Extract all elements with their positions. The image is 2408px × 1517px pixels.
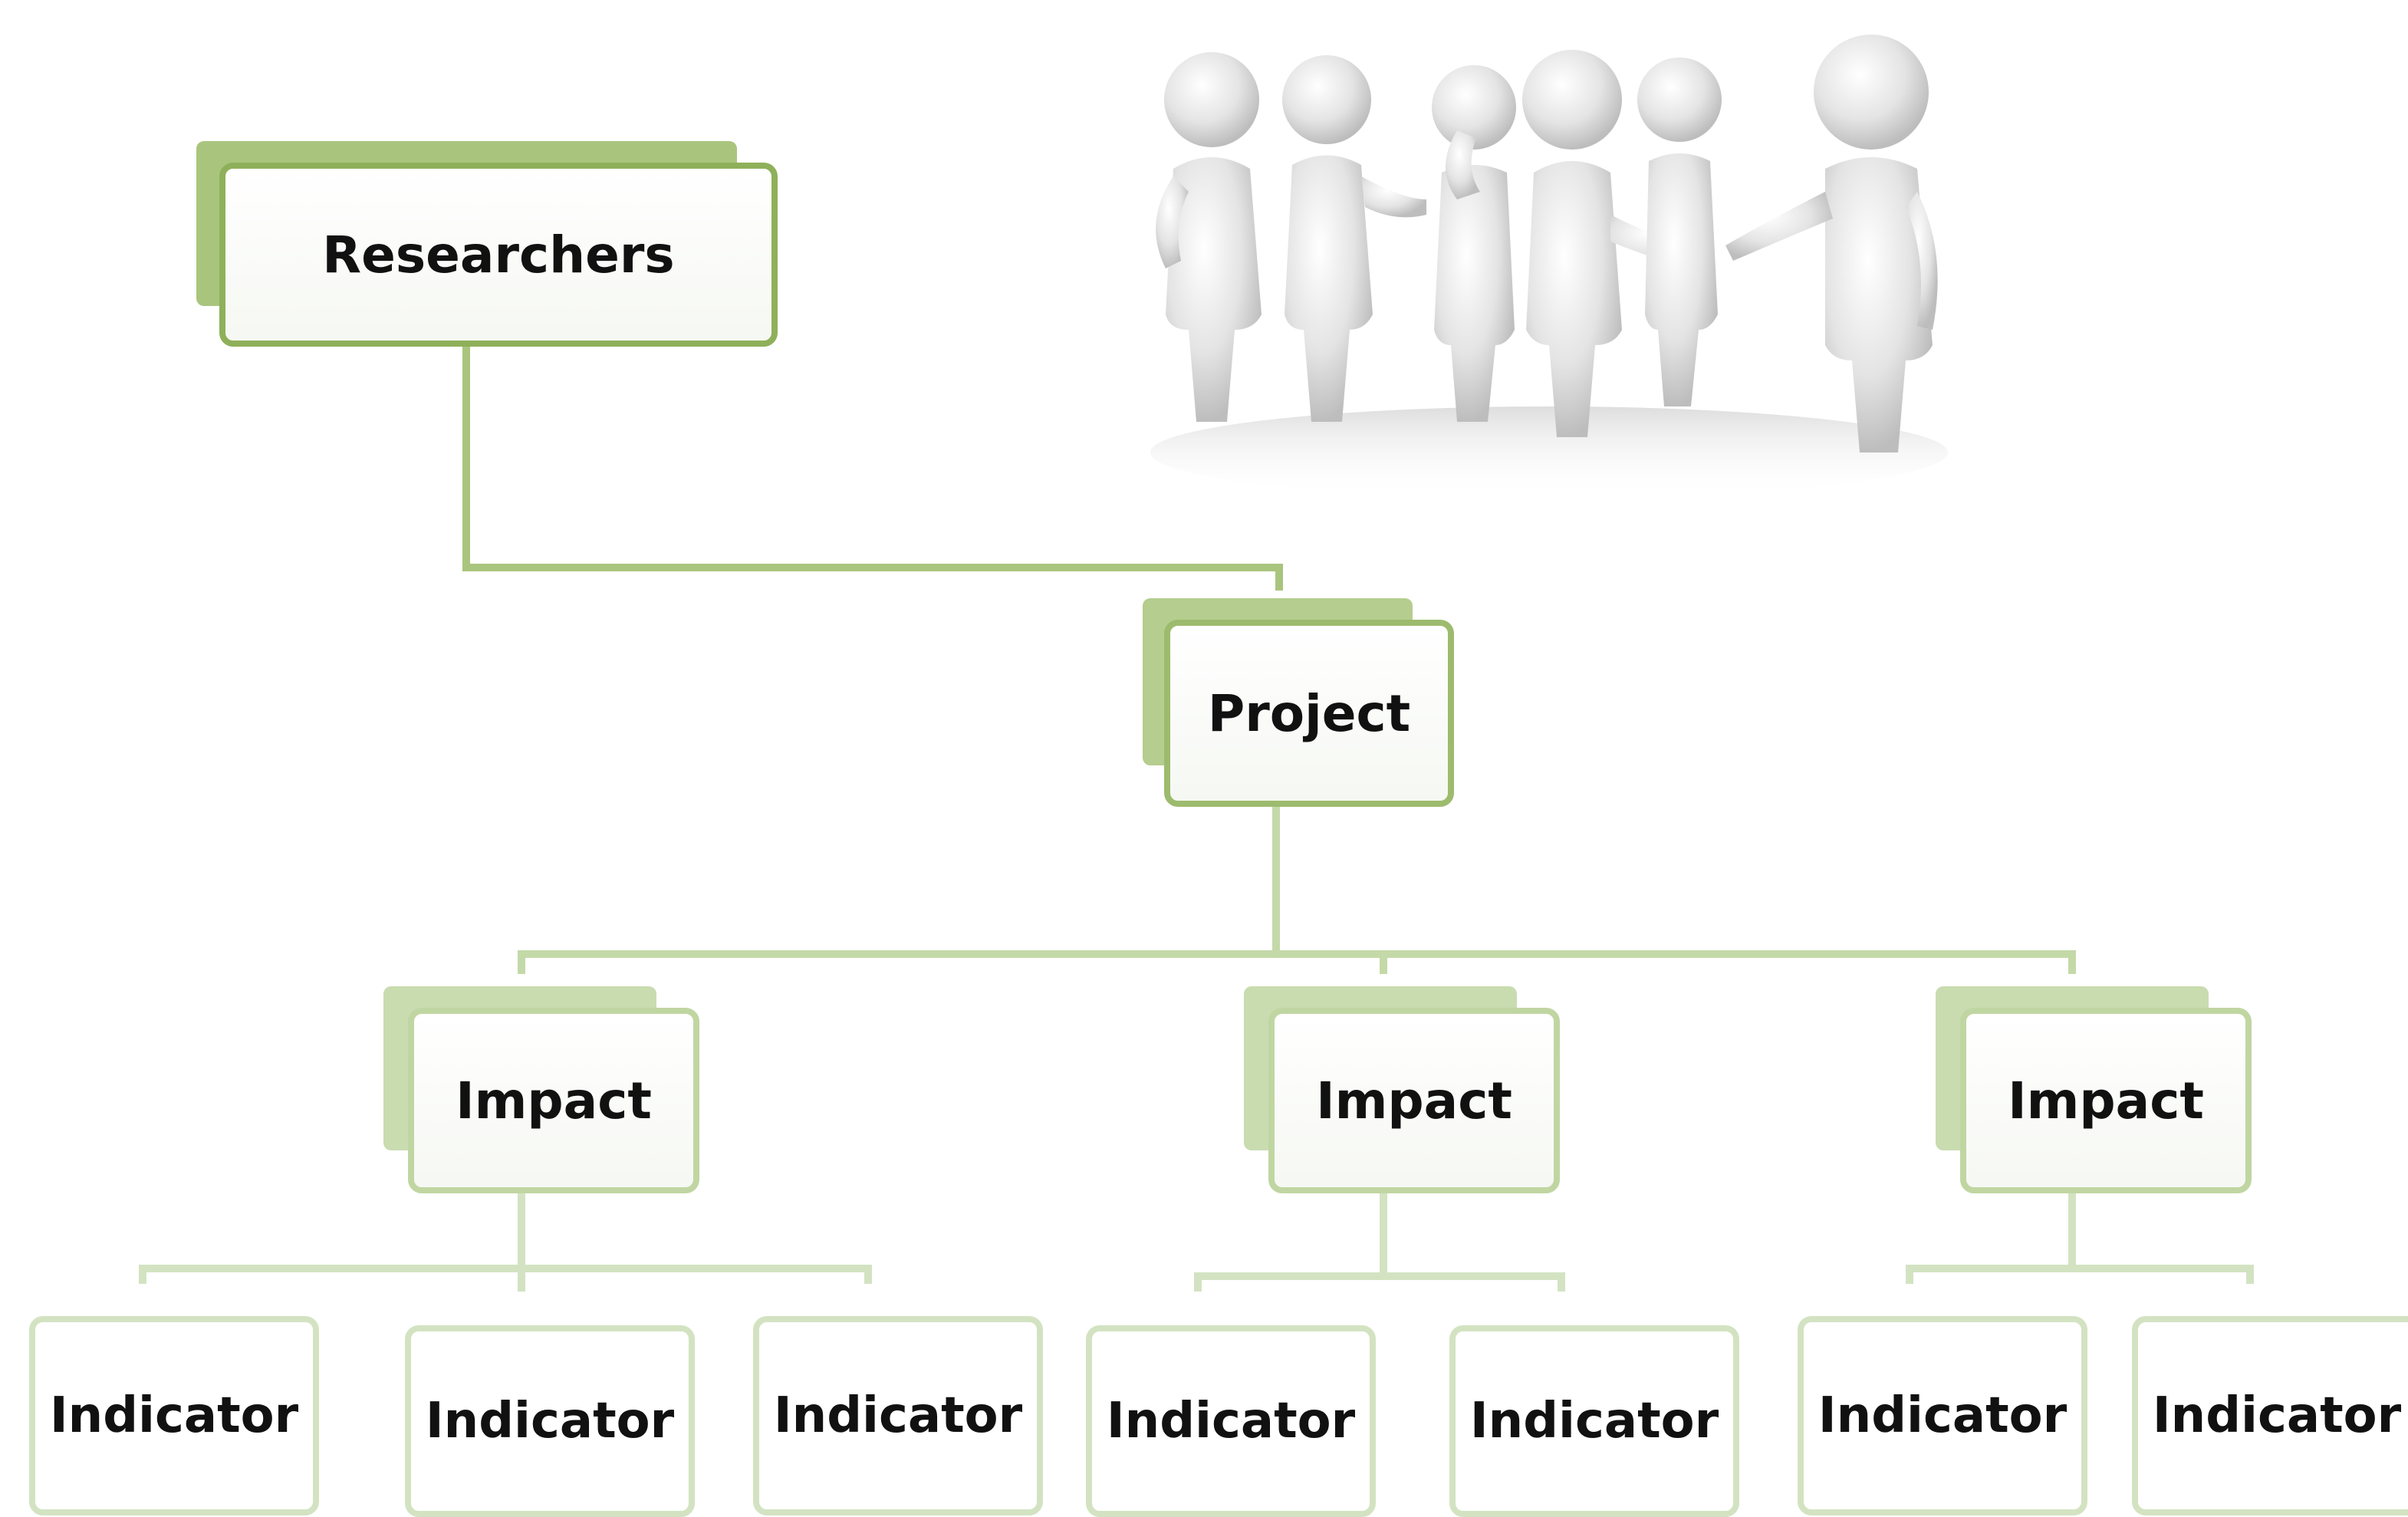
indicator-label: Indicator [425,1393,675,1450]
indicator-label: Indicator [2152,1387,2402,1444]
node-indicator: Indicator [1798,1316,2087,1515]
connector-impact1-bus [139,1265,872,1284]
node-researchers: Researchers [196,141,779,348]
figure-1 [1156,52,1262,422]
impact-3-label: Impact [2008,1071,2204,1130]
figure-3 [1432,65,1516,422]
node-indicator: Indicator [1086,1325,1376,1517]
node-indicator: Indicator [753,1316,1043,1515]
node-impact-2: Impact [1244,986,1560,1193]
figure-5 [1637,58,1722,406]
node-impact-1: Impact [383,986,699,1193]
indicator-label: Indicator [1469,1393,1719,1450]
connector-impact2-bus [1194,1272,1565,1292]
indicator-label: Indicator [1818,1387,2068,1444]
node-indicator: Indicator [29,1316,319,1515]
people-group-illustration [1150,35,1948,499]
indicator-label: Indicator [773,1387,1023,1444]
node-indicator: Indicator [1449,1325,1739,1517]
indicator-label: Indicator [49,1387,299,1444]
node-impact-3: Impact [1936,986,2252,1193]
figure-6 [1725,35,1938,452]
impact-1-label: Impact [456,1071,652,1130]
connector-researchers-project [462,345,1283,591]
node-researchers-label: Researchers [322,225,675,285]
impact-2-label: Impact [1316,1071,1512,1130]
node-project: Project [1143,598,1454,807]
connector-impact3-bus [1906,1265,2254,1284]
indicator-label: Indicator [1106,1393,1356,1450]
node-project-label: Project [1207,683,1411,743]
node-indicator: Indicator [2132,1316,2408,1515]
node-indicator: Indicator [405,1325,695,1517]
figure-2 [1282,55,1426,422]
connector-impact-bus [518,950,2076,974]
